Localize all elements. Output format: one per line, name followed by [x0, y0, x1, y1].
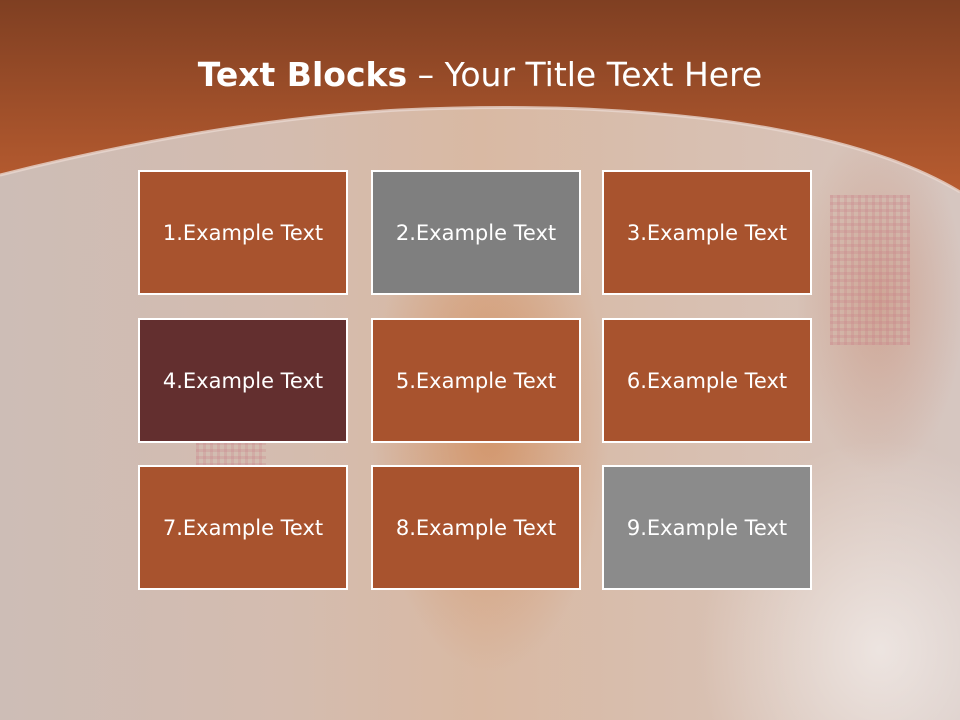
text-block-label: 3.Example Text [626, 220, 788, 245]
text-block-3: 3.Example Text [602, 170, 812, 295]
text-block-2: 2.Example Text [371, 170, 581, 295]
title-dash: – [407, 55, 445, 94]
text-block-1: 1.Example Text [138, 170, 348, 295]
text-block-label: 8.Example Text [395, 515, 557, 540]
background-grill-right [830, 195, 910, 345]
text-block-label: 1.Example Text [162, 220, 324, 245]
text-block-4: 4.Example Text [138, 318, 348, 443]
text-block-9: 9.Example Text [602, 465, 812, 590]
text-block-label: 9.Example Text [626, 515, 788, 540]
text-block-label: 2.Example Text [395, 220, 557, 245]
title-rest: Your Title Text Here [444, 55, 763, 94]
text-block-8: 8.Example Text [371, 465, 581, 590]
text-block-7: 7.Example Text [138, 465, 348, 590]
title-bold: Text Blocks [197, 55, 408, 94]
text-block-label: 7.Example Text [162, 515, 324, 540]
text-block-label: 5.Example Text [395, 368, 557, 393]
text-block-5: 5.Example Text [371, 318, 581, 443]
text-block-label: 6.Example Text [626, 368, 788, 393]
slide-title: Text Blocks – Your Title Text Here [0, 52, 960, 98]
text-block-6: 6.Example Text [602, 318, 812, 443]
text-block-label: 4.Example Text [162, 368, 324, 393]
header-band [0, 0, 960, 194]
